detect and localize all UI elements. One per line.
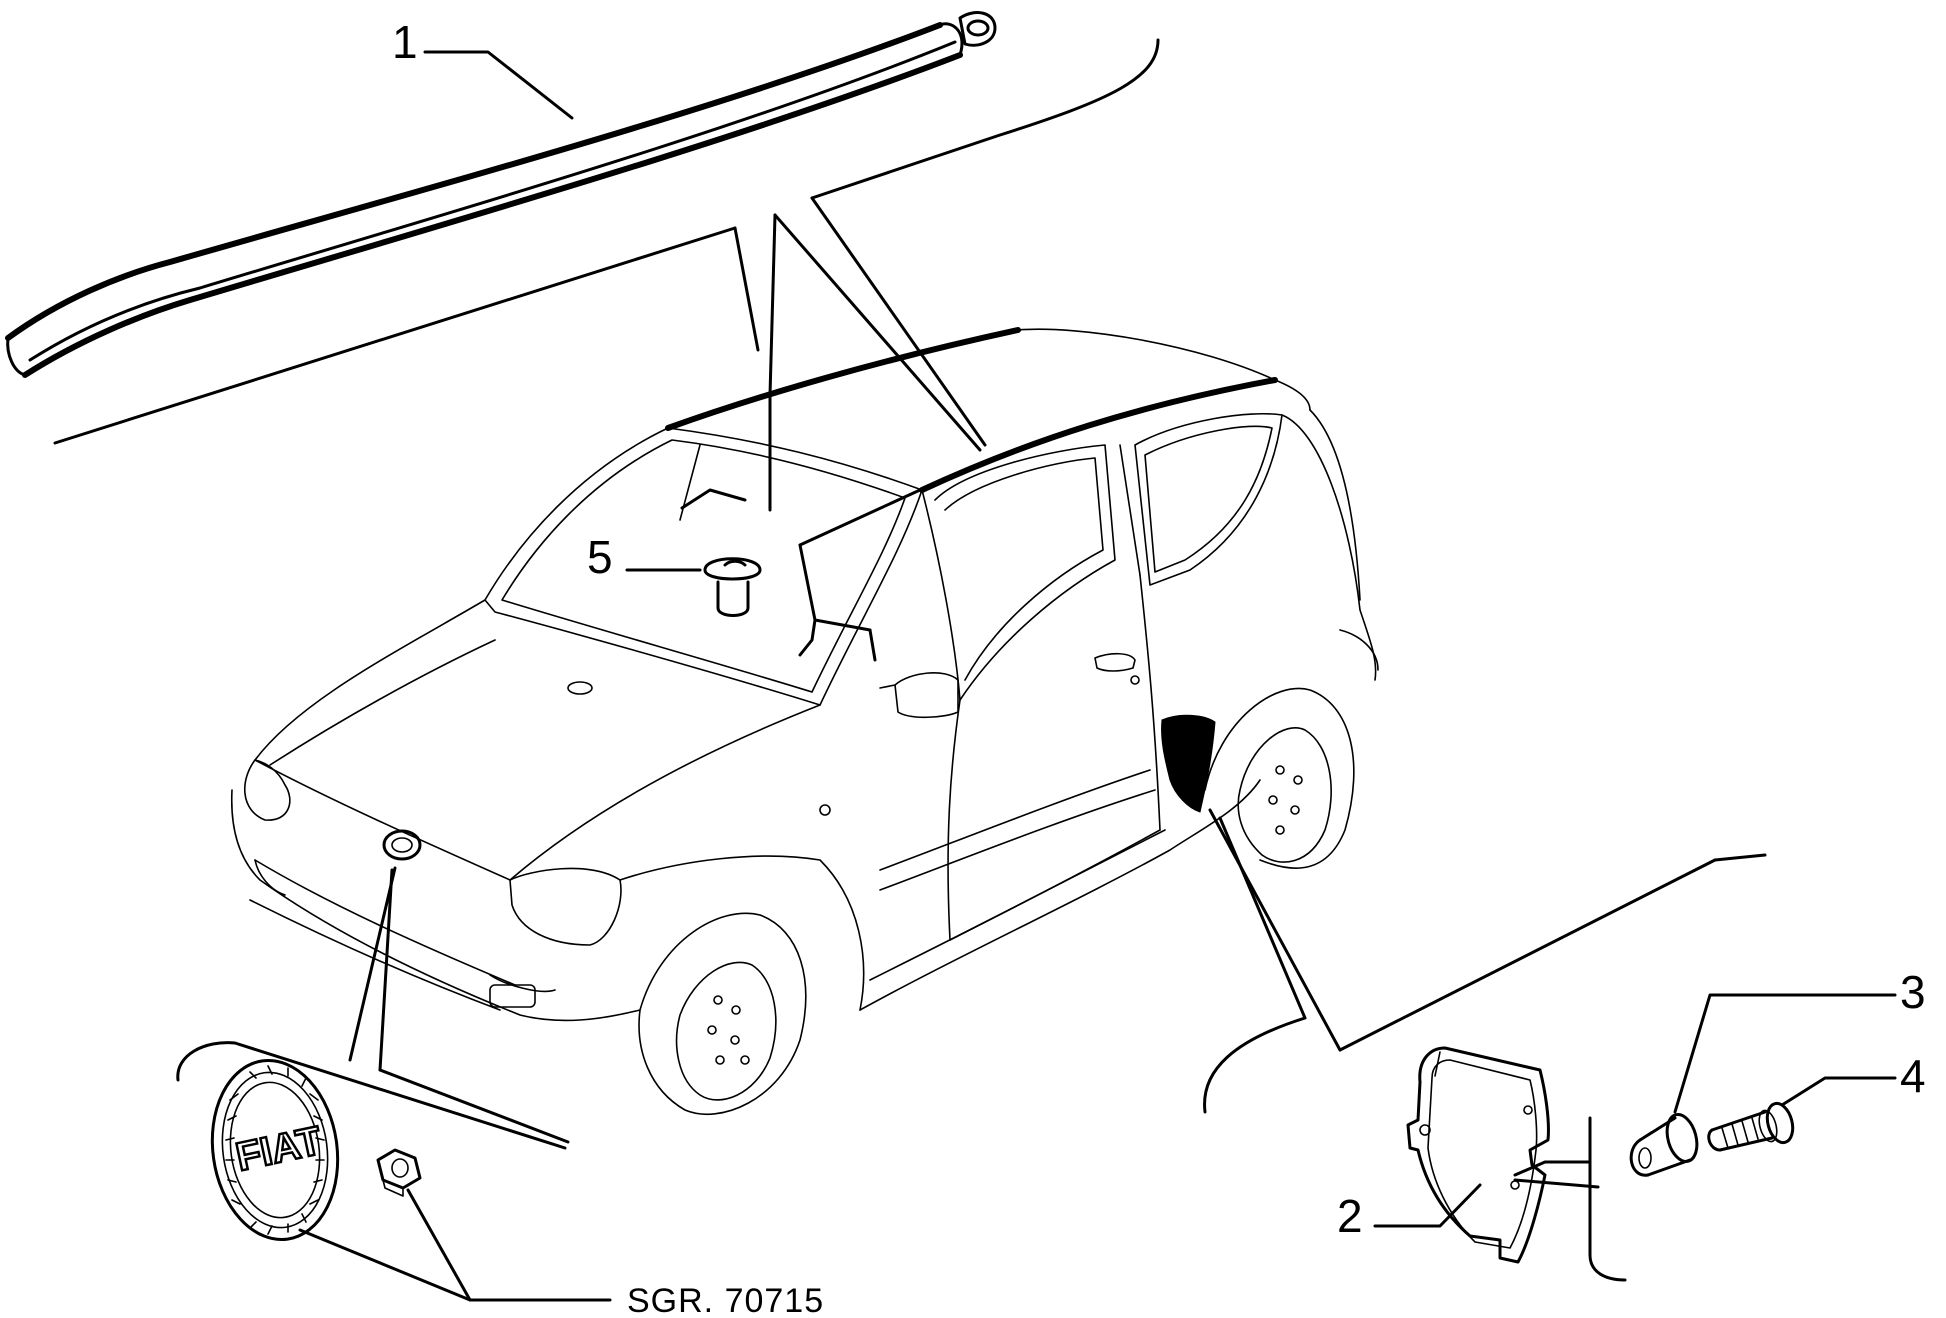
car-illustration <box>230 327 1379 1115</box>
drawing-code: SGR. 70715 <box>627 1282 824 1318</box>
code-leader-lines <box>298 1188 612 1302</box>
callout-number: 2 <box>1337 1190 1363 1242</box>
callout-1: 1 <box>392 16 574 120</box>
fiat-badge-part: FIAT <box>210 1058 340 1242</box>
wheel-arch-guard-on-car <box>1161 714 1216 813</box>
fiat-logo-text: FIAT <box>232 1119 325 1180</box>
callout-number: 1 <box>392 16 418 68</box>
nut-part <box>376 1148 422 1197</box>
callout-2: 2 <box>1337 1183 1482 1242</box>
callout-5: 5 <box>587 531 702 583</box>
badge-group-bracket <box>176 866 570 1150</box>
roof-group-bracket <box>53 38 1160 445</box>
callout-3: 3 <box>1673 966 1926 1114</box>
roof-leader-lines <box>733 196 987 512</box>
expansion-nut-part <box>1629 1113 1699 1177</box>
roof-molding-part <box>5 11 997 378</box>
wheel-arch-guard-part <box>1406 1046 1550 1264</box>
screw-part <box>1707 1101 1795 1152</box>
plug-leader-lines <box>680 488 922 662</box>
arch-guard-fastener-bracket <box>1513 1116 1627 1282</box>
callout-number: 3 <box>1900 966 1926 1018</box>
badge-laurel <box>225 1065 325 1235</box>
callout-4: 4 <box>1780 1050 1926 1107</box>
callout-number: 5 <box>587 531 613 583</box>
callout-number: 4 <box>1900 1050 1926 1102</box>
plug-part <box>703 557 762 617</box>
arch-guard-group-bracket <box>1203 853 1767 1114</box>
